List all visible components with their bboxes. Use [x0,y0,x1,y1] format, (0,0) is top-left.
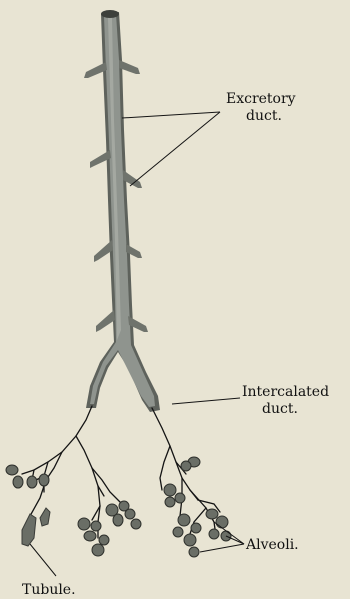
label-excretory-line2: duct. [246,108,282,124]
label-tubule: Tubule. [22,582,76,598]
label-intercalated-line1: Intercalated [242,384,329,400]
label-excretory-line1: Excretory [226,91,296,107]
label-intercalated-line2: duct. [262,401,298,417]
label-alveoli: Alveoli. [245,537,299,553]
